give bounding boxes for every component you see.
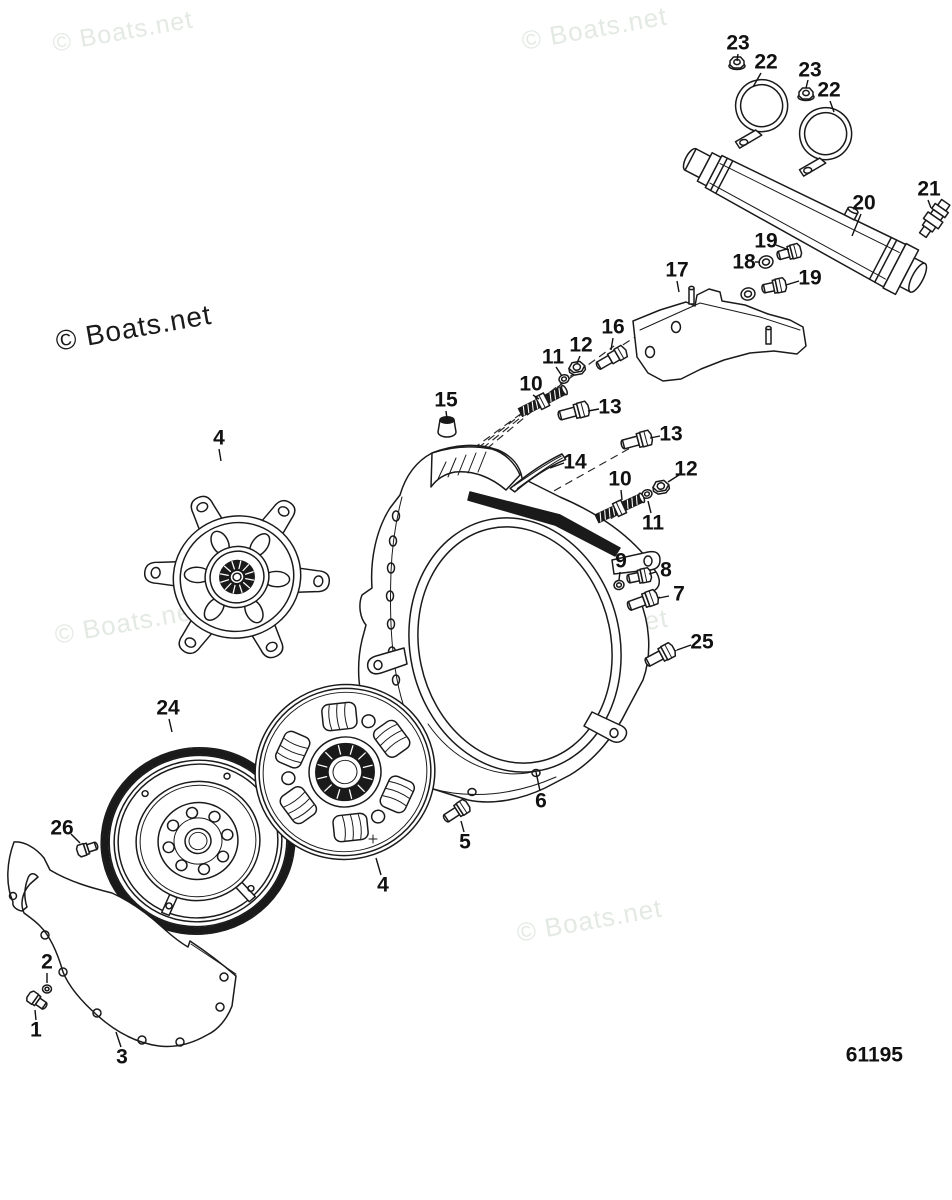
callout-7: 7 [673, 583, 685, 606]
damper-plus-mark [368, 834, 378, 844]
part-washer-18-1 [758, 255, 774, 269]
part-stud-10-1 [517, 384, 569, 418]
part-washer-9 [613, 579, 625, 591]
callout-10-2: 10 [608, 468, 631, 491]
part-nut-12-1 [568, 360, 587, 376]
part-bolt-7 [626, 588, 660, 611]
part-washer-18-2 [740, 287, 756, 301]
callout-14: 14 [563, 451, 587, 474]
callout-labels: 23 22 23 22 20 21 19 18 19 17 16 12 11 1… [30, 32, 941, 1069]
callout-6: 6 [535, 790, 547, 813]
drawing-number: 61195 [846, 1044, 904, 1067]
callout-13-1: 13 [598, 396, 621, 419]
callout-12-2: 12 [674, 458, 697, 481]
part-bolt-1 [26, 990, 48, 1010]
part-stud-10-2 [594, 492, 646, 524]
callout-23-2: 23 [798, 59, 821, 82]
callout-4-2: 4 [377, 874, 389, 897]
callout-4-1: 4 [213, 427, 225, 450]
callout-13-2: 13 [659, 423, 682, 446]
callout-5: 5 [459, 831, 471, 854]
callout-17: 17 [665, 259, 688, 282]
callout-10-1: 10 [519, 373, 542, 396]
part-plug-15 [437, 416, 457, 438]
callout-16: 16 [601, 316, 624, 339]
part-clamp-1 [734, 78, 789, 149]
callout-1: 1 [30, 1019, 42, 1042]
callout-25: 25 [690, 631, 714, 654]
callout-23-1: 23 [726, 32, 749, 55]
part-cover-plate [7, 841, 237, 1048]
part-tube [682, 147, 928, 296]
part-damper-plate [254, 683, 436, 861]
part-bolt-13-1 [557, 400, 591, 421]
leader-lines [34, 53, 932, 1048]
callout-21: 21 [917, 178, 941, 201]
part-bolt-26 [75, 841, 99, 858]
part-bolt-19-2 [761, 276, 788, 294]
callout-3: 3 [116, 1046, 128, 1069]
part-washer-11-1 [558, 373, 570, 385]
part-nut-12-2 [652, 479, 671, 495]
callout-2: 2 [41, 951, 53, 974]
part-bolt-5 [442, 798, 471, 823]
part-washer-2 [41, 984, 53, 994]
part-clamp-2 [798, 106, 853, 177]
callout-24: 24 [156, 697, 180, 720]
callout-12-1: 12 [569, 334, 592, 357]
part-bolt-16 [595, 344, 629, 370]
callout-9: 9 [615, 550, 627, 573]
callout-18: 18 [732, 251, 756, 274]
part-bolt-25 [644, 641, 677, 667]
callout-8: 8 [660, 559, 672, 582]
part-bolt-8 [626, 566, 653, 584]
part-nut-23-2 [797, 87, 815, 102]
callout-11-1: 11 [542, 346, 565, 369]
callout-19-1: 19 [754, 230, 777, 253]
callout-19-2: 19 [798, 267, 821, 290]
part-flywheel [100, 746, 296, 936]
callout-22-2: 22 [817, 79, 840, 102]
part-bolt-13-2 [620, 429, 654, 450]
part-washer-11-2 [641, 488, 653, 500]
callout-22-1: 22 [754, 51, 777, 74]
callout-11-2: 11 [642, 512, 665, 535]
callout-15: 15 [434, 389, 458, 412]
part-wedge-14 [509, 453, 567, 493]
part-bracket [632, 285, 807, 382]
part-fitting [918, 198, 951, 239]
part-drive-coupler [144, 495, 330, 659]
callout-20: 20 [852, 192, 875, 215]
callout-26: 26 [50, 817, 73, 840]
part-flywheel-housing [357, 444, 661, 803]
